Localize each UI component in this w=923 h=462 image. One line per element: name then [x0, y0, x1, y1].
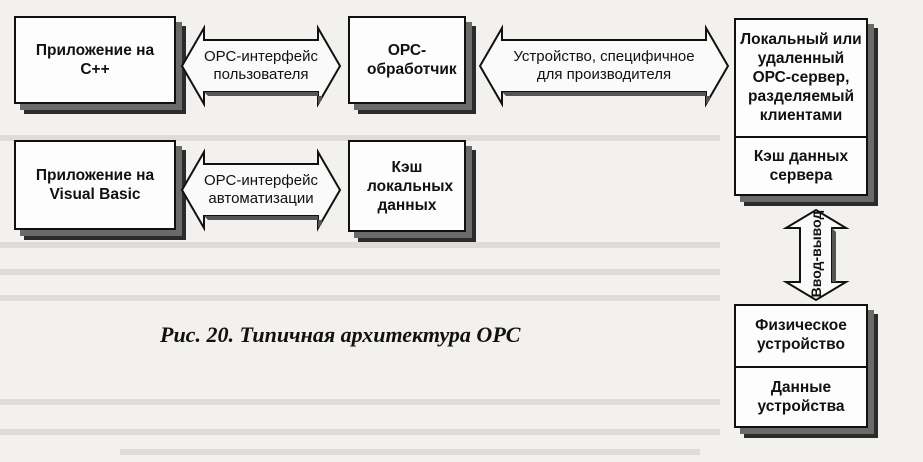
io-arrow: Ввод-вывод: [780, 208, 852, 302]
automation-interface-label: ОРС-интерфейс автоматизации: [204, 172, 318, 207]
double-arrow-icon: [180, 24, 342, 108]
physical-device-section: Физическое устройство: [736, 306, 866, 364]
opc-handler-box: ОРС-обработчик: [348, 16, 466, 104]
opc-handler-label: ОРС-обработчик: [367, 42, 457, 78]
app-vb-label: Приложение на Visual Basic: [35, 167, 155, 203]
physical-device-divider: [736, 366, 866, 368]
local-cache-box: Кэш локальных данных: [348, 140, 466, 232]
vendor-specific-label: Устройство, специфичное для производител…: [513, 48, 695, 83]
device-data-section: Данные устройства: [736, 368, 866, 426]
double-arrow-icon: [180, 148, 342, 232]
app-cpp-label: Приложение на C++: [35, 42, 155, 78]
opc-server-section: Локальный или удаленный ОРС-сервер, разд…: [736, 20, 866, 134]
vendor-specific-arrow: Устройство, специфичное для производител…: [478, 24, 730, 108]
opc-server-divider: [736, 136, 866, 138]
device-data-label: Данные устройства: [757, 379, 845, 415]
automation-interface-arrow: ОРС-интерфейс автоматизации: [180, 148, 342, 232]
user-interface-arrow: ОРС-интерфейс пользователя: [180, 24, 342, 108]
vertical-double-arrow-icon: [782, 208, 850, 302]
figure-caption: Рис. 20. Типичная архитектура ОРС: [160, 322, 521, 347]
server-cache-label: Кэш данных сервера: [753, 148, 849, 184]
app-vb-box: Приложение на Visual Basic: [14, 140, 176, 230]
opc-server-label: Локальный или удаленный ОРС-сервер, разд…: [740, 30, 862, 124]
server-cache-section: Кэш данных сервера: [736, 138, 866, 194]
opc-server-box: Локальный или удаленный ОРС-сервер, разд…: [734, 18, 868, 196]
double-arrow-icon: [478, 24, 730, 108]
local-cache-label: Кэш локальных данных: [367, 158, 454, 214]
physical-device-label: Физическое устройство: [755, 317, 847, 353]
io-label: Ввод-вывод: [808, 210, 824, 298]
physical-device-box: Физическое устройство Данные устройства: [734, 304, 868, 428]
user-interface-label: ОРС-интерфейс пользователя: [204, 48, 318, 83]
app-cpp-box: Приложение на C++: [14, 16, 176, 104]
